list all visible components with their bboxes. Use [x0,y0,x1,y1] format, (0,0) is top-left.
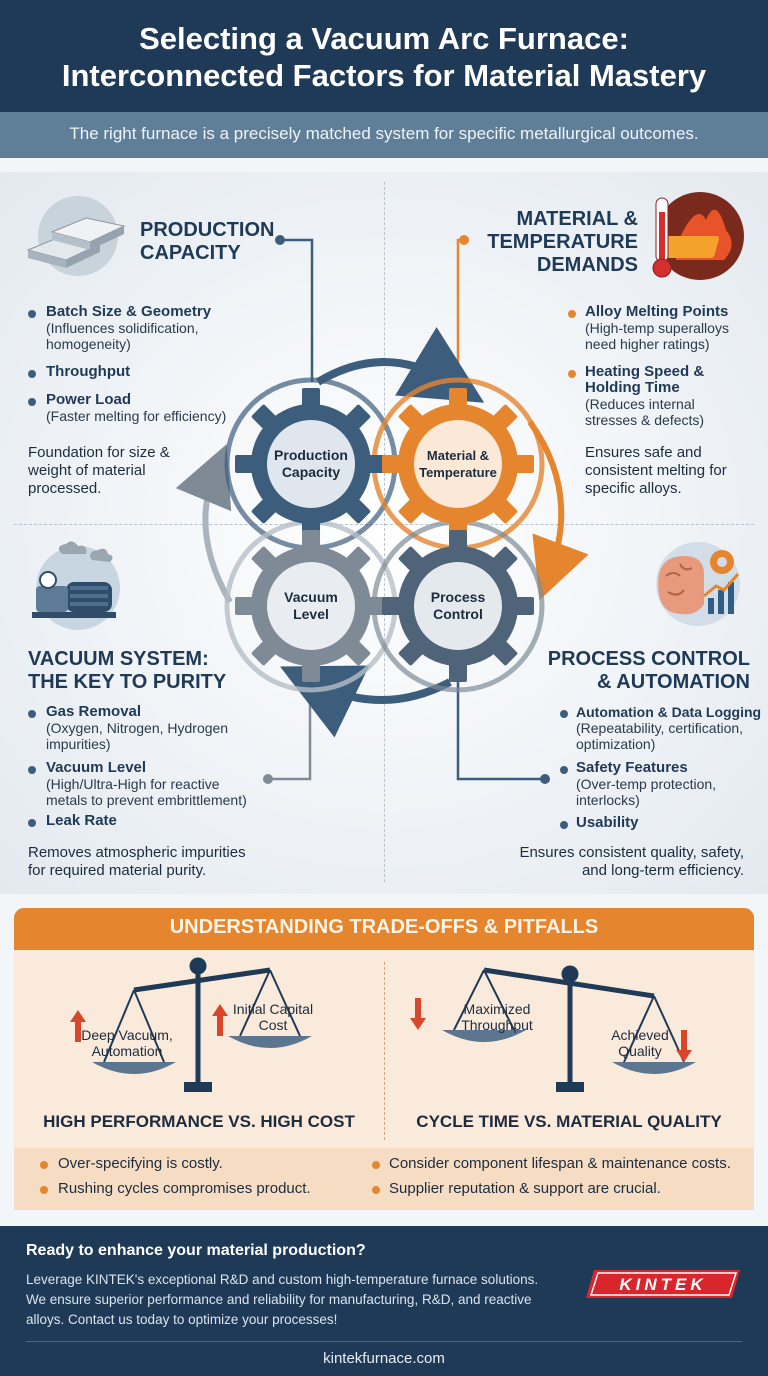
horizontal-divider [14,524,754,525]
pan-label-deep-vacuum: Deep Vacuum,Automation [81,1027,173,1059]
page-subtitle: The right furnace is a precisely matched… [69,124,699,143]
gear-production [235,388,387,540]
logo-text: KINTEK [619,1275,706,1294]
gear-vacuum [235,530,387,682]
gear-diagram [175,235,589,784]
tradeoff-notes [14,1148,754,1210]
cta-body: Leverage KINTEK's exceptional R&D and cu… [26,1272,539,1327]
vertical-divider [384,182,385,882]
process-item-3: Usability [576,814,639,831]
vacuum-item-2: Vacuum Level (High/Ultra-High for reacti… [46,759,247,809]
note-item: Supplier reputation & support are crucia… [389,1180,661,1197]
process-item-2: Safety Features (Over-temp protection, i… [576,759,717,809]
arrow-down-icon [410,998,426,1030]
metal-ingots-icon [26,196,126,276]
process-title: PROCESS CONTROL& AUTOMATION [547,648,750,693]
vacuum-item-3: Leak Rate [46,812,117,829]
tradeoff-heading-left: HIGH PERFORMANCE VS. HIGH COST [43,1112,355,1131]
website-link[interactable]: kintekfurnace.com [323,1350,445,1367]
brain-gear-chart-icon [656,542,740,626]
title-line-1: Selecting a Vacuum Arc Furnace: [139,21,629,56]
note-item: Over-specifying is costly. [58,1155,223,1172]
bullet-dot [28,766,36,774]
bullet-dot [560,766,568,774]
note-item: Rushing cycles compromises product. [58,1180,311,1197]
bullet-dot [560,710,568,718]
vacuum-title: VACUUM SYSTEM:THE KEY TO PURITY [28,648,227,693]
gear-process [382,530,534,682]
tradeoffs-header-bar [14,908,754,950]
arrow-up-icon [212,1004,228,1036]
balance-scales [70,957,696,1092]
material-item-1: Alloy Melting Points (High-temp superall… [585,303,729,353]
bullet-dot [372,1186,380,1194]
connector-process [456,672,545,781]
tradeoffs-divider [384,962,385,1140]
bullet-dot [40,1161,48,1169]
gear-material [382,388,534,540]
bullet-dot [560,821,568,829]
footer [0,1226,768,1376]
process-summary: Ensures consistent quality, safety,and l… [519,844,744,879]
arrow-down-icon [676,1030,692,1062]
title-line-2: Interconnected Factors for Material Mast… [61,58,707,93]
bullet-dot [40,1186,48,1194]
bullet-dot [28,710,36,718]
production-item-1: Batch Size & Geometry (Influences solidi… [46,303,212,353]
bullet-dot [28,310,36,318]
cta-title: Ready to enhance your material productio… [26,1242,366,1259]
gear-label-material: Material &Temperature [419,448,497,480]
material-item-2: Heating Speed & Holding Time (Reduces in… [585,363,705,429]
bullet-dot [28,819,36,827]
bullet-dot [372,1161,380,1169]
scale-cycle-vs-quality [442,965,696,1092]
connector-production [280,238,314,382]
bullet-dot [28,398,36,406]
bullet-dot [568,310,576,318]
production-item-2: Throughput [46,363,131,380]
bullet-dot [568,370,576,378]
page-title: Selecting a Vacuum Arc Furnace: Intercon… [0,20,768,94]
scale-performance-vs-cost [92,957,312,1092]
subtitle-band [0,112,768,158]
header-banner [0,0,768,112]
bullet-dot [28,370,36,378]
process-item-1: Automation & Data Logging (Repeatability… [576,704,762,752]
note-item: Consider component lifespan & maintenanc… [389,1155,731,1172]
tradeoffs-title: UNDERSTANDING TRADE-OFFS & PITFALLS [169,916,599,938]
thermometer-molten-metal-icon [652,192,744,280]
footer-divider [26,1341,742,1342]
production-item-3: Power Load (Faster melting for efficienc… [46,391,227,425]
cycle-arrow-top [315,327,485,403]
vacuum-pump-icon [32,541,120,630]
kintek-logo[interactable]: KINTEK [586,1270,740,1298]
arrow-up-icon [70,1010,86,1042]
tradeoff-heading-right: CYCLE TIME VS. MATERIAL QUALITY [416,1112,722,1131]
vacuum-item-1: Gas Removal (Oxygen, Nitrogen, Hydrogen … [46,703,229,753]
cycle-arrow-left [175,444,233,604]
